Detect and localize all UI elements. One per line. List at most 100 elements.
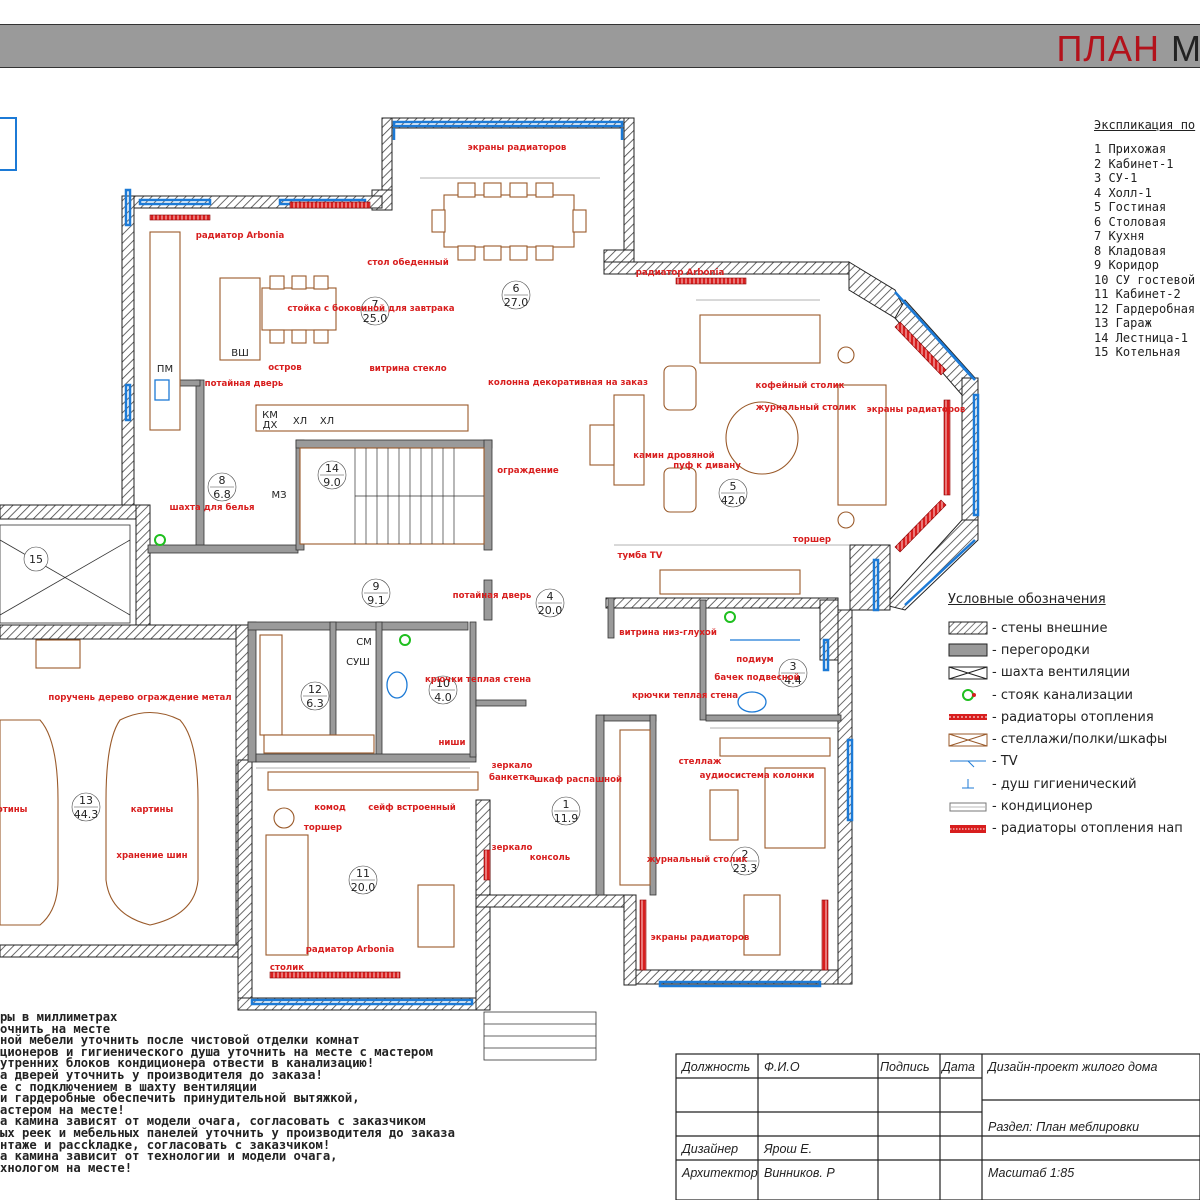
room-number: 13	[79, 794, 93, 807]
explication-item: 2 Кабинет-1	[1094, 156, 1174, 171]
stamp-role-architect: Архитектор	[682, 1166, 758, 1180]
label-vitrine-glass: витрина стекло	[369, 364, 446, 374]
room-label-1: 111.9	[551, 796, 581, 826]
room-area: 4.4	[784, 674, 802, 687]
explication-item: 13 Гараж	[1094, 316, 1152, 330]
entry-steps	[483, 1011, 597, 1061]
radiator-icon	[948, 710, 988, 724]
room-label-15: 15	[23, 546, 49, 572]
legend-label: - душ гигиенический	[992, 776, 1137, 792]
label-shelving: стеллаж	[679, 757, 722, 767]
label-tv-stand: тумба TV	[618, 550, 663, 561]
label-bench: банкетка	[489, 772, 535, 783]
label-coffee-table: кофейный столик	[756, 381, 845, 391]
room-number: 12	[308, 683, 322, 696]
title-band	[0, 24, 1200, 68]
svg-text:МЗ: МЗ	[271, 490, 286, 501]
label-floor-lamp: торшер	[793, 535, 831, 545]
legend-item: - душ гигиенический	[948, 773, 1183, 795]
svg-text:СУШ: СУШ	[346, 657, 370, 668]
room-area: 9.0	[323, 476, 341, 489]
svg-text:ХЛ: ХЛ	[293, 416, 307, 427]
label-floor-lamp-2: торшер	[304, 823, 342, 833]
hatch-wall-icon	[948, 621, 988, 635]
svg-text:ВШ: ВШ	[231, 348, 249, 359]
legend-item: - стеллажи/полки/шкафы	[948, 728, 1183, 750]
shelf-icon	[948, 733, 988, 747]
note-line: очнить на месте	[0, 1021, 111, 1036]
room-area: 44.3	[74, 808, 99, 821]
room-label-10: 104.0	[428, 675, 458, 705]
furniture-codes: ВШ ПМ КМ ДХ ХЛ ХЛ МЗ СМ СУШ	[157, 348, 372, 668]
room-number: 7	[372, 298, 379, 311]
plumbing	[154, 379, 800, 713]
label-island: остров	[268, 363, 302, 373]
legend-label: - радиаторы отопления	[992, 709, 1154, 725]
room-number: 3	[790, 660, 797, 673]
stamp-scale: Масштаб 1:85	[988, 1166, 1075, 1180]
legend-label: - шахта вентиляции	[992, 665, 1131, 681]
stamp-col-position: Должность	[682, 1060, 751, 1074]
label-mirror-2: зеркало	[492, 843, 533, 853]
legend-label: - стояк канализации	[992, 687, 1133, 703]
label-hidden-door-2: потайная дверь	[453, 591, 532, 601]
room-number: 1	[563, 798, 570, 811]
note-line: ых реек и мебельных панелей уточнить у п…	[0, 1125, 455, 1140]
room-label-12: 126.3	[300, 681, 330, 711]
tv-icon	[948, 755, 988, 769]
label-tank-hanging: бачек подвесной	[714, 672, 799, 683]
explication-title: Экспликация по	[1094, 118, 1196, 132]
legend-item: - кондиционер	[948, 795, 1183, 817]
radiators	[149, 201, 951, 979]
room-number: 10	[436, 677, 450, 690]
label-mirror-1: зеркало	[492, 761, 533, 771]
stamp-project: Дизайн-проект жилого дома	[988, 1060, 1158, 1074]
room-area: 42.0	[721, 494, 746, 507]
stamp-role-designer: Дизайнер	[682, 1142, 739, 1156]
legend-label: - радиаторы отопления нап	[992, 821, 1183, 837]
svg-text:ХЛ: ХЛ	[320, 416, 334, 427]
label-dining-table: стол обеденный	[367, 257, 448, 268]
room-area: 27.0	[504, 296, 529, 309]
room-number: 6	[513, 282, 520, 295]
label-audio-columns: аудиосистема колонки	[700, 771, 815, 781]
legend-item: - радиаторы отопления	[948, 706, 1183, 728]
stamp-col-sign: Подпись	[880, 1060, 930, 1074]
room-label-3: 34.4	[778, 658, 808, 688]
note-line: е с подключением в шахту вентиляции	[0, 1079, 257, 1094]
annotations: экраны радиаторов стол обеденный радиато…	[0, 143, 966, 973]
stamp-name-architect: Винников. Р	[764, 1166, 835, 1180]
stamp-col-name: Ф.И.О	[764, 1060, 800, 1074]
label-dresser: комод	[314, 803, 346, 813]
label-fireplace: камин дровяной	[633, 451, 714, 461]
conditioner-icon	[948, 800, 988, 814]
explication-item: 9 Коридор	[1094, 258, 1160, 272]
label-wardrobe-swing: шкаф распашной	[534, 775, 622, 785]
label-decor-column: колонна декоративная на заказ	[488, 378, 648, 388]
room-label-5: 542.0	[718, 478, 748, 508]
label-screens-study: экраны радиаторов	[651, 933, 750, 943]
boiler-room-cross	[0, 524, 131, 624]
explication-item: 1 Прихожая	[1094, 142, 1167, 156]
note-line: утренних блоков кондиционера отвести в к…	[0, 1056, 375, 1071]
sewer-risers	[154, 534, 736, 646]
label-radiator-arbonia-1: радиатор Arbonia	[196, 231, 285, 241]
svg-text:СМ: СМ	[356, 637, 372, 648]
label-vitrine-low: витрина низ-глухой	[619, 628, 717, 638]
explication-item: 7 Кухня	[1094, 229, 1145, 243]
sewer-riser-icon	[948, 688, 988, 702]
label-radiator-arbonia-2: радиатор Arbonia	[636, 268, 725, 278]
room-number: 2	[742, 848, 749, 861]
svg-text:ПМ: ПМ	[157, 364, 173, 375]
partitions	[147, 379, 842, 896]
room-area: 6.3	[306, 697, 324, 710]
label-tire-storage: хранение шин	[116, 851, 187, 861]
room-label-7: 725.0	[360, 296, 390, 326]
room-number: 5	[730, 480, 737, 493]
room-number: 9	[373, 580, 380, 593]
room-label-14: 149.0	[317, 460, 347, 490]
legend-item: - стояк канализации	[948, 684, 1183, 706]
legend-label: - стеллажи/полки/шкафы	[992, 732, 1168, 748]
